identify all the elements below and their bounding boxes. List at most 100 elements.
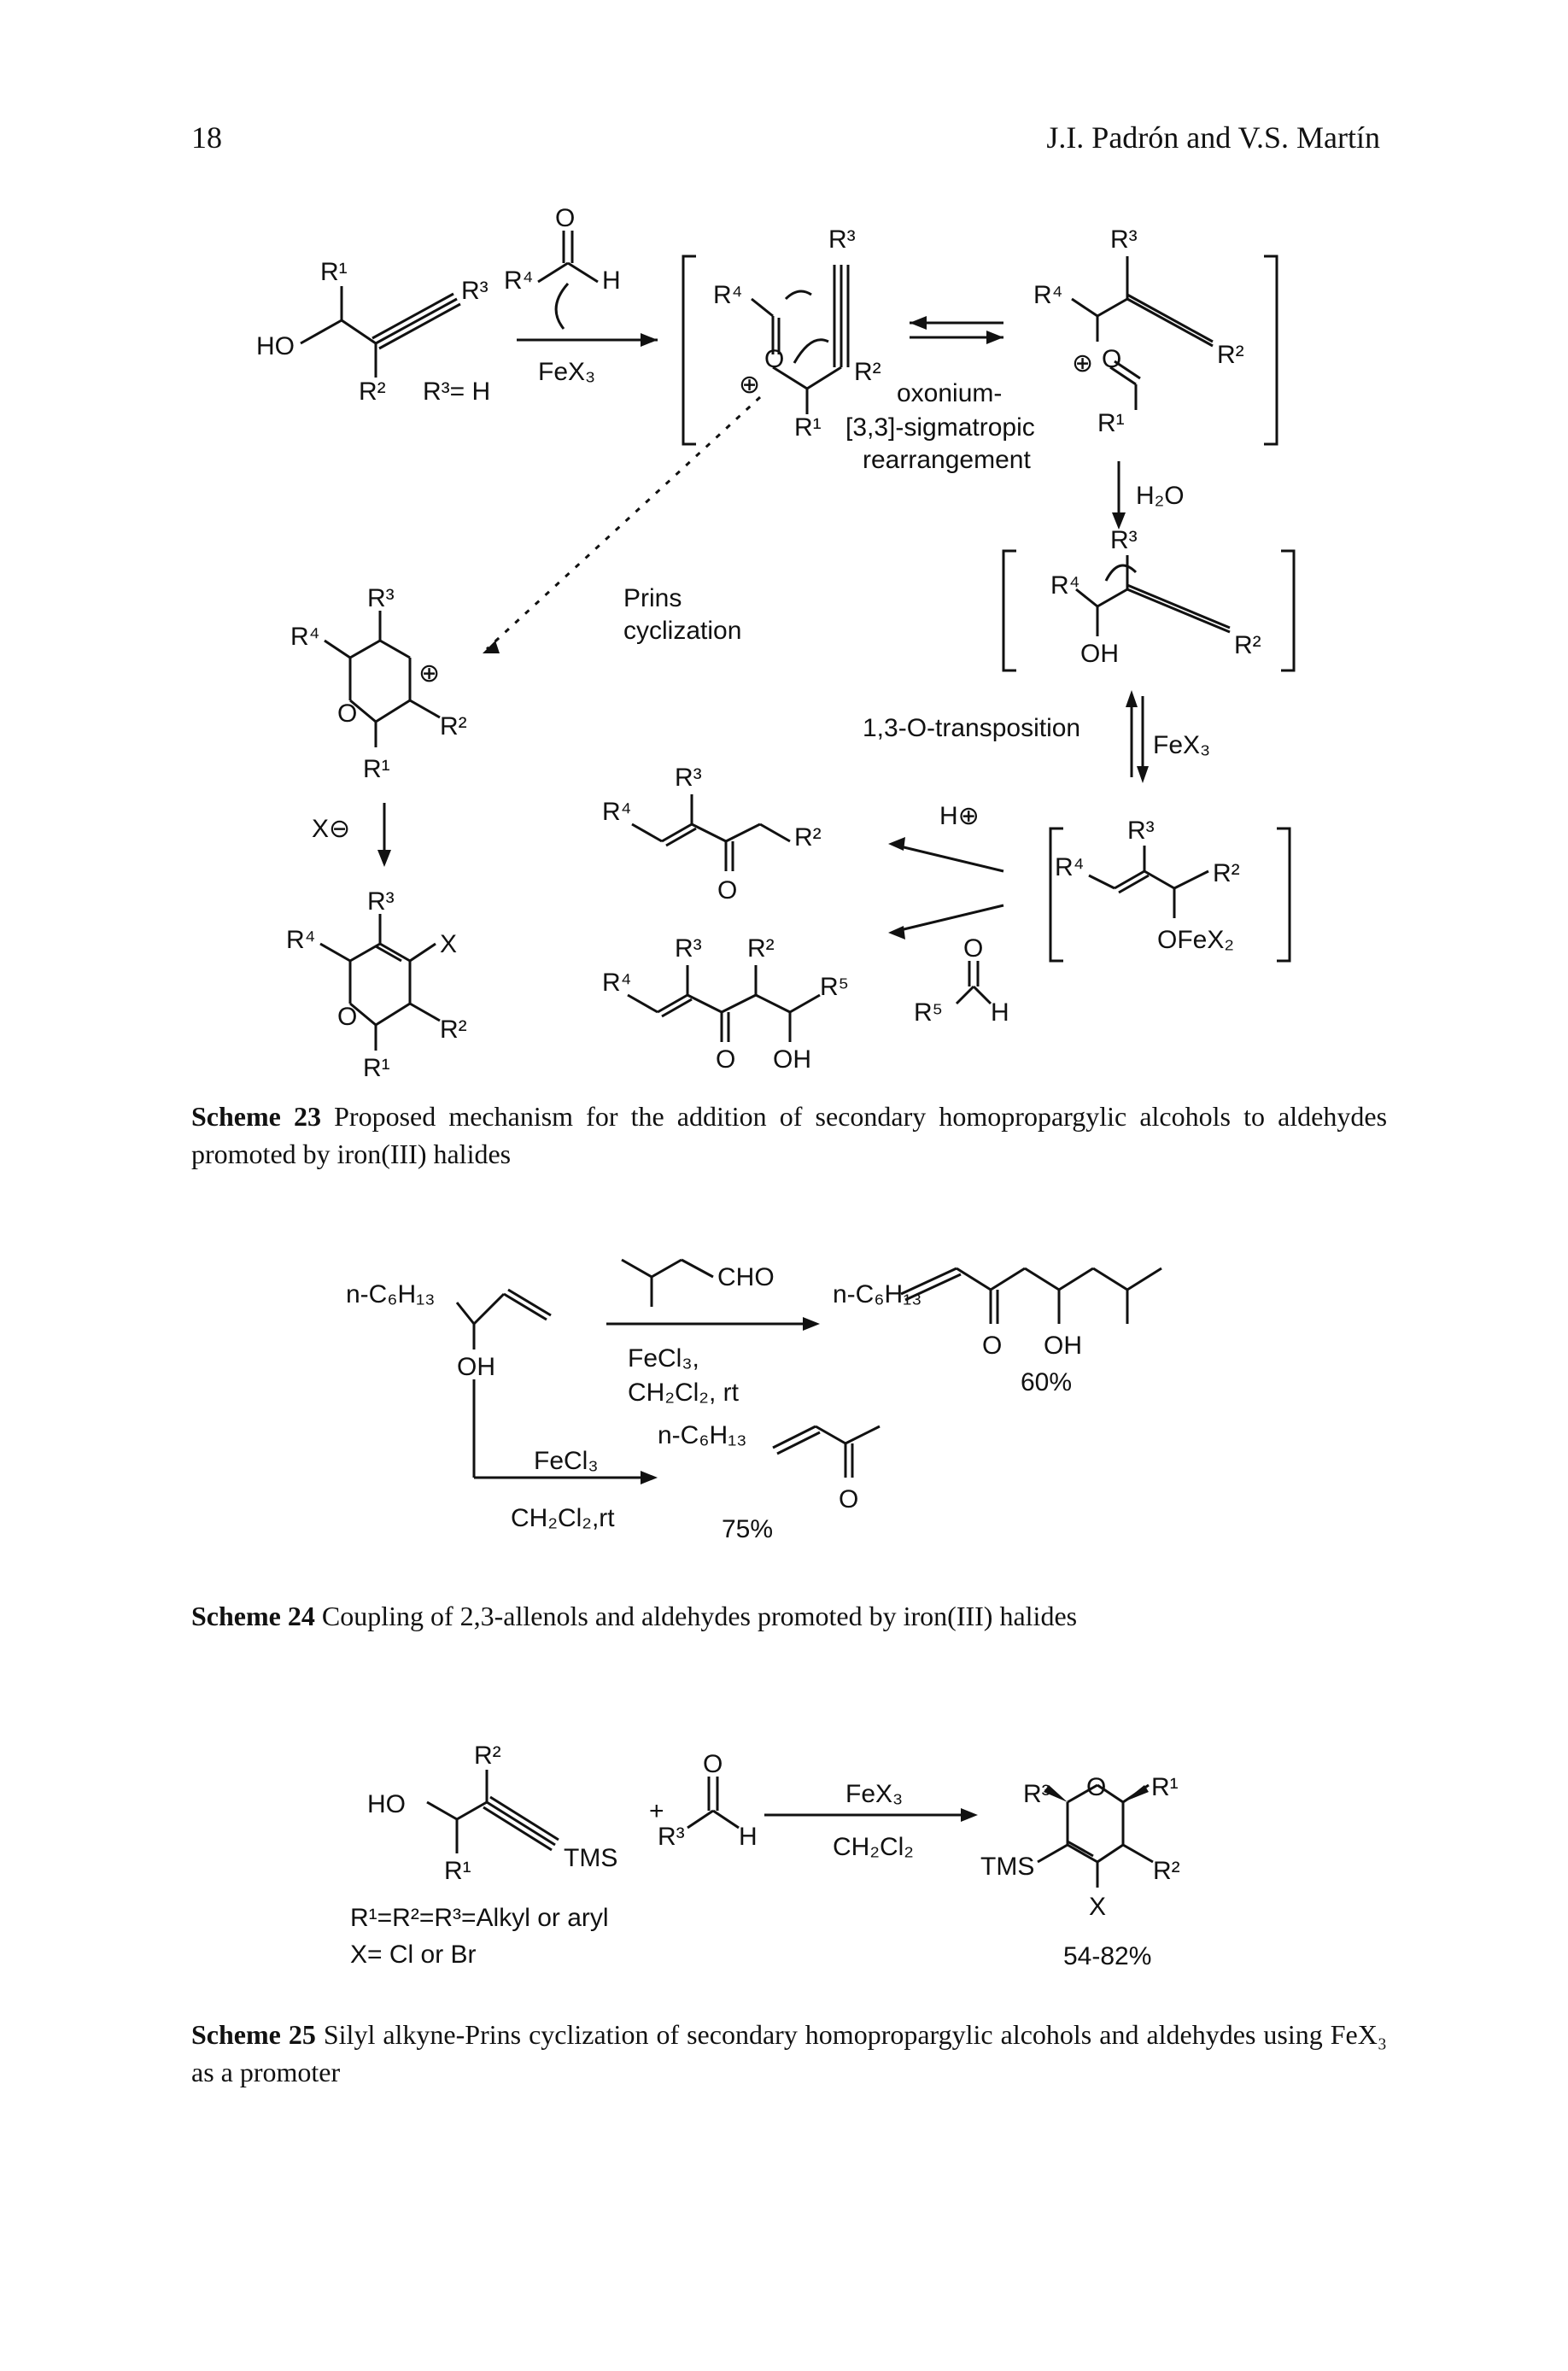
s23-r4-d: R⁴ <box>1050 571 1080 600</box>
s25-r1-a: R¹ <box>444 1857 471 1885</box>
s24-hexyl-b: n-C₆H₁₃ <box>833 1280 921 1308</box>
s23-r4-h: R⁴ <box>602 969 632 997</box>
s23-r3-c: R³ <box>1110 225 1138 254</box>
s24-oh-a: OH <box>457 1353 495 1381</box>
s23-r4-g: R⁴ <box>602 798 632 826</box>
s23-o-j: O <box>337 1003 357 1031</box>
scheme-25-text: Silyl alkyne-Prins cyclization of second… <box>191 2019 1388 2087</box>
s25-r3-prod: R³ <box>1023 1780 1050 1808</box>
s23-oh-d: OH <box>1080 640 1119 668</box>
s23-r2-a: R² <box>359 378 386 406</box>
s23-o-f: O <box>963 934 983 963</box>
s23-r3-h: R³ <box>675 934 702 963</box>
scheme-25-label: Scheme 25 <box>191 2019 316 2050</box>
s23-r3-e: R³ <box>1127 817 1155 845</box>
s23-r3-g: R³ <box>675 764 702 792</box>
s24-yield-bottom: 75% <box>722 1515 773 1543</box>
s23-r2-b: R² <box>854 358 881 386</box>
s23-r2-c: R² <box>1217 341 1244 369</box>
s23-oxonium: oxonium- <box>897 379 1002 407</box>
s23-plus-i: ⊕ <box>418 659 440 688</box>
running-head: J.I. Padrón and V.S. Martín <box>1046 120 1380 155</box>
s23-h-f: H <box>991 998 1009 1027</box>
s23-prins1: Prins <box>623 584 682 612</box>
s25-fex3: FeX₃ <box>845 1780 903 1808</box>
s23-r3-a: R³ <box>461 277 489 305</box>
s25-o-prod: O <box>1086 1773 1106 1801</box>
s25-ch2cl2: CH₂Cl₂ <box>833 1833 914 1861</box>
s23-plus-c: ⊕ <box>1072 349 1093 378</box>
s23-o-i: O <box>337 700 357 728</box>
s23-o-g: O <box>717 876 737 904</box>
s25-cond1: R¹=R²=R³=Alkyl or aryl <box>350 1904 609 1932</box>
scheme-25-caption: Scheme 25 Silyl alkyne-Prins cyclization… <box>191 2016 1387 2091</box>
scheme-24-label: Scheme 24 <box>191 1601 315 1631</box>
s23-ofex2: OFeX₂ <box>1157 926 1234 954</box>
s23-hplus: H⊕ <box>939 802 980 830</box>
s23-r3-j: R³ <box>367 887 395 916</box>
s25-r2-a: R² <box>474 1742 501 1770</box>
s25-tms-a: TMS <box>564 1844 617 1872</box>
s25-cond2: X= Cl or Br <box>350 1941 477 1969</box>
s23-r3-i: R³ <box>367 584 395 612</box>
s23-plus-b: ⊕ <box>739 371 760 399</box>
scheme-24-caption: Scheme 24 Coupling of 2,3-allenols and a… <box>191 1597 1387 1635</box>
s23-sigmatropic: [3,3]-sigmatropic <box>845 413 1035 442</box>
s23-o-b: O <box>764 345 784 373</box>
s23-r3-d: R³ <box>1110 526 1138 554</box>
s25-x-prod: X <box>1089 1893 1106 1921</box>
s23-r4-ald: R⁴ <box>504 266 534 295</box>
s23-r2-i: R² <box>440 712 467 741</box>
s23-r1-b: R¹ <box>794 413 822 442</box>
s24-fecl3: FeCl₃, <box>628 1344 699 1373</box>
s23-oh-h: OH <box>773 1045 811 1074</box>
s25-plus: + <box>649 1797 664 1825</box>
s23-r4-e: R⁴ <box>1055 853 1085 881</box>
s25-o-ald: O <box>703 1750 723 1778</box>
s23-rearrangement: rearrangement <box>863 446 1031 474</box>
s23-r2-d: R² <box>1234 631 1261 659</box>
s23-transposition: 1,3-O-transposition <box>863 714 1080 742</box>
s24-fecl3-b: FeCl₃ <box>534 1447 599 1475</box>
s25-r3-ald: R³ <box>658 1823 685 1851</box>
scheme-23-caption: Scheme 23 Proposed mechanism for the add… <box>191 1098 1387 1173</box>
s23-o-c: O <box>1102 345 1121 373</box>
s23-r1-i: R¹ <box>363 755 390 783</box>
s23-r2-e: R² <box>1213 859 1240 887</box>
s23-fex3: FeX₃ <box>538 358 595 386</box>
scheme-23-diagram: HO R¹ R² R³ R³= H O R⁴ H FeX₃ R⁴ O ⊕ R² … <box>256 204 1296 1076</box>
s23-r4-b: R⁴ <box>713 281 743 309</box>
s23-r4-i: R⁴ <box>290 623 320 651</box>
s23-prins2: cyclization <box>623 617 741 645</box>
s23-x-j: X <box>440 930 457 958</box>
s23-h2o: H₂O <box>1136 482 1185 510</box>
s25-r2-prod: R² <box>1153 1857 1180 1885</box>
scheme-24-text: Coupling of 2,3-allenols and aldehydes p… <box>321 1601 1078 1631</box>
s23-r1-c: R¹ <box>1097 409 1125 437</box>
scheme-23-text: Proposed mechanism for the addition of s… <box>191 1101 1388 1169</box>
s23-r1-a: R¹ <box>320 258 348 286</box>
s23-r4-c: R⁴ <box>1033 281 1063 309</box>
s24-yield-top: 60% <box>1021 1368 1072 1396</box>
s23-r1-j: R¹ <box>363 1054 390 1076</box>
s23-r2-j: R² <box>440 1016 467 1044</box>
s24-o-b: O <box>982 1332 1002 1360</box>
s24-oh-b: OH <box>1044 1332 1082 1360</box>
s24-ch2cl2rt-b: CH₂Cl₂,rt <box>511 1504 615 1532</box>
s23-xminus: X⊖ <box>312 815 350 843</box>
s24-o-c: O <box>839 1485 858 1513</box>
scheme-25-diagram: HO R² R¹ TMS + O R³ H FeX₃ CH₂Cl₂ R³ O R… <box>350 1742 1180 1970</box>
s24-ch2cl2rt: CH₂Cl₂, rt <box>628 1379 740 1407</box>
s23-ho: HO <box>256 332 295 360</box>
s25-yield: 54-82% <box>1063 1942 1151 1970</box>
s23-o-h: O <box>716 1045 735 1074</box>
s23-r2-g: R² <box>794 823 822 852</box>
s24-hexyl-a: n-C₆H₁₃ <box>346 1280 435 1308</box>
s23-h-ald: H <box>602 266 621 295</box>
page-number: 18 <box>191 120 222 155</box>
s23-r5-h: R⁵ <box>820 973 849 1001</box>
s24-hexyl-c: n-C₆H₁₃ <box>658 1421 746 1449</box>
s23-fex3-b: FeX₃ <box>1153 731 1210 759</box>
s23-r2-h: R² <box>747 934 775 963</box>
s25-tms-prod: TMS <box>980 1853 1034 1881</box>
